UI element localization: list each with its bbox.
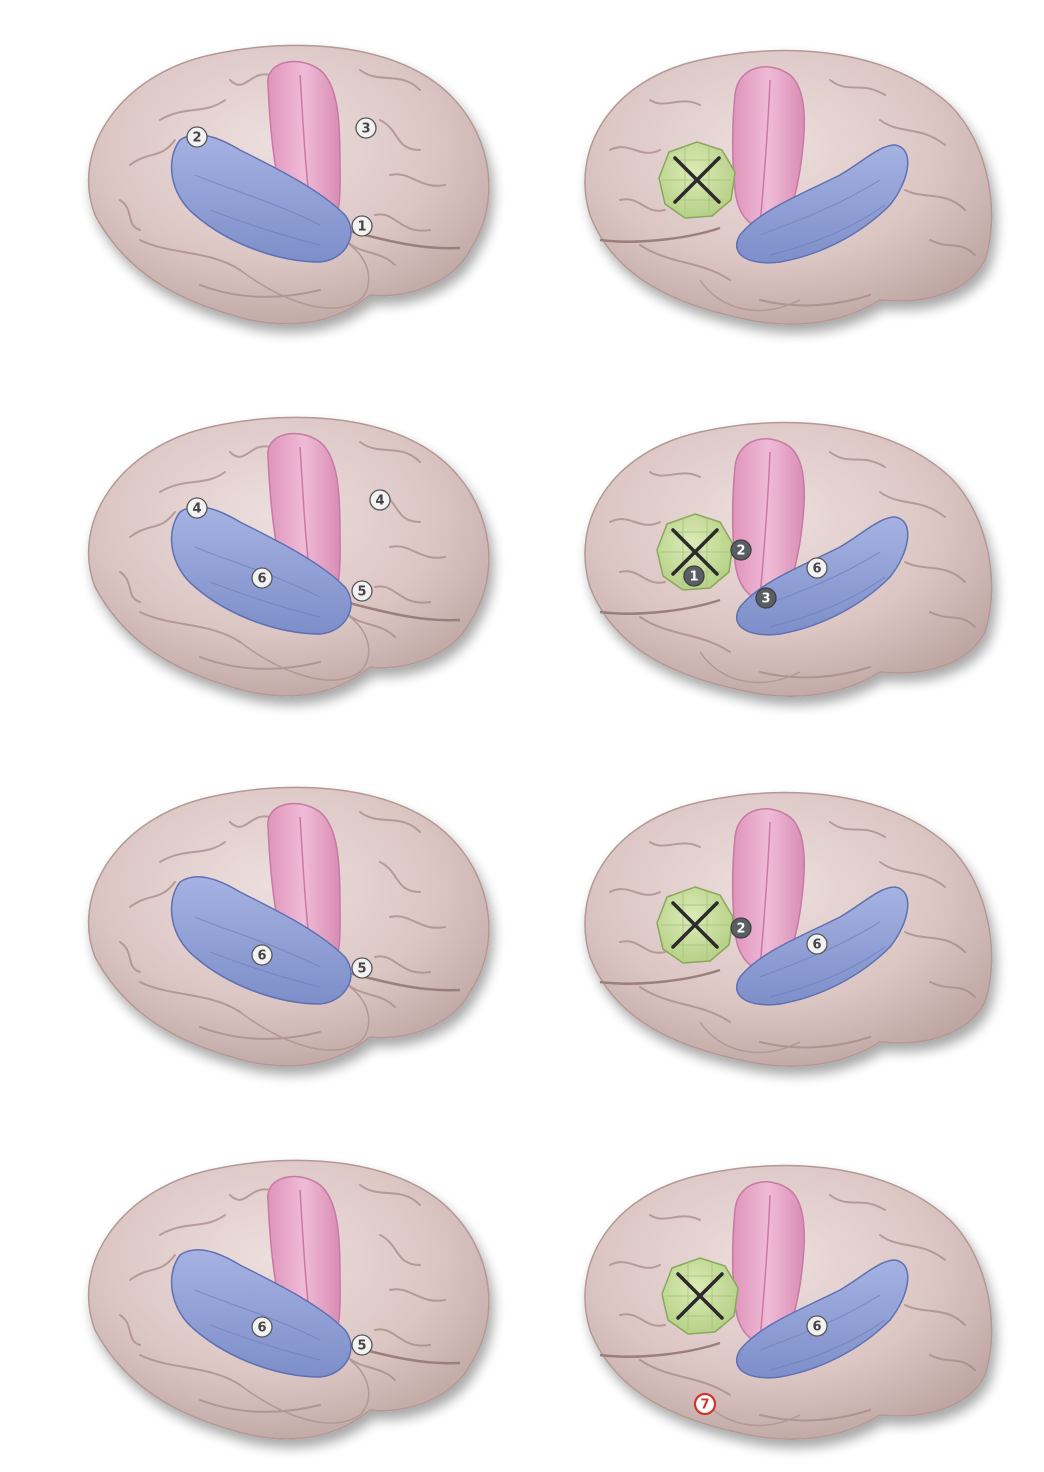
badge-label: 6 [257,1321,266,1336]
badge-label: 1 [357,220,366,235]
badge-label: 5 [357,1339,366,1354]
badge-label: 3 [361,122,370,137]
badge-label: 6 [812,938,821,953]
right-badge-2: 2 [731,918,751,938]
left-badge-6: 6 [252,945,272,965]
badge-label: 6 [812,1320,821,1335]
left-badge-1: 1 [352,216,372,236]
left-hemisphere-brain [89,45,489,323]
lesion-x-marker [657,887,733,963]
left-badge-4: 4 [370,490,390,510]
right-hemisphere-brain [585,1165,992,1439]
badge-label: 6 [257,949,266,964]
badge-label: 1 [689,570,698,585]
right-badge-6: 6 [807,1316,827,1336]
right-hemisphere-brain [585,792,992,1066]
left-hemisphere-brain [89,417,489,695]
right-badge-2: 2 [731,540,751,560]
right-hemisphere-brain [585,422,992,696]
right-badge-6: 6 [807,558,827,578]
badge-label: 7 [700,1398,709,1413]
right-hemisphere-brain [585,50,992,324]
left-badge-5: 5 [352,958,372,978]
badge-label: 2 [736,544,745,559]
left-badge-2: 2 [187,127,207,147]
badge-label: 3 [761,592,770,607]
right-badge-6: 6 [807,934,827,954]
lesion-x-marker [659,142,735,218]
left-badge-4: 4 [187,498,207,518]
figure-row-3: 6 5 2 6 [89,787,992,1066]
badge-label: 2 [736,922,745,937]
left-badge-6: 6 [252,1317,272,1337]
right-badge-1: 1 [684,566,704,586]
badge-label: 5 [357,585,366,600]
badge-label: 4 [375,494,384,509]
right-badge-3: 3 [756,588,776,608]
left-badge-6: 6 [252,568,272,588]
badge-label: 6 [257,572,266,587]
left-badge-5: 5 [352,1335,372,1355]
badge-label: 2 [192,131,201,146]
figure-row-1: 2 3 1 [89,45,992,324]
figure-row-2: 4 4 6 5 2 1 6 3 [89,417,992,696]
left-hemisphere-brain [89,1160,489,1438]
right-badge-7: 7 [695,1394,715,1414]
figure-row-4: 6 5 6 7 [89,1160,992,1439]
left-badge-3: 3 [356,118,376,138]
badge-label: 6 [812,562,821,577]
left-hemisphere-brain [89,787,489,1065]
lesion-x-marker [662,1258,738,1334]
badge-label: 5 [357,962,366,977]
badge-label: 4 [192,502,201,517]
left-badge-5: 5 [352,581,372,601]
